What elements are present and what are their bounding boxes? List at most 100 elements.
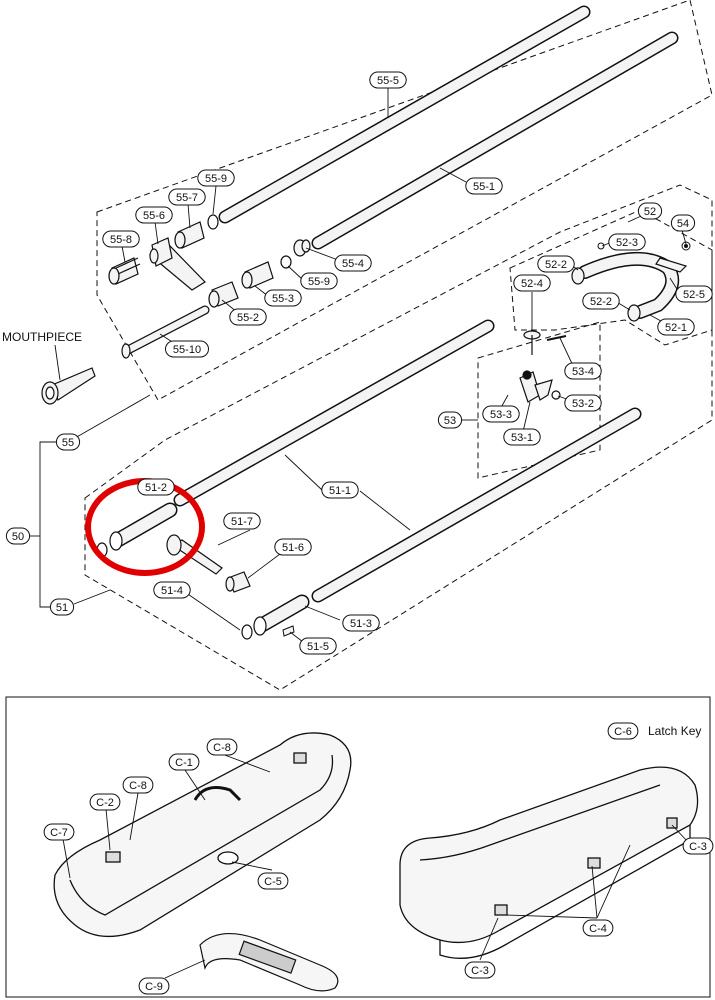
callout-pill bbox=[264, 289, 302, 307]
callout-label: 55-9 bbox=[205, 173, 227, 185]
callout-c51: 51 bbox=[49, 598, 75, 616]
callout-label: 51-1 bbox=[329, 485, 351, 497]
callout-c55-1: 55-1 bbox=[465, 177, 503, 195]
callout-c51-5: 51-5 bbox=[299, 637, 337, 655]
callout-c55: 55 bbox=[55, 433, 81, 451]
callout-label: 52-1 bbox=[665, 322, 687, 334]
callout-cC-9: C-9 bbox=[138, 977, 170, 995]
callout-c53: 53 bbox=[437, 411, 463, 429]
callout-label: C-3 bbox=[471, 965, 489, 977]
callout-label: 55-5 bbox=[377, 75, 399, 87]
callout-pill bbox=[637, 202, 663, 220]
callout-pill bbox=[670, 214, 696, 232]
callout-label: 51-3 bbox=[350, 618, 372, 630]
callout-label: 55 bbox=[62, 437, 74, 449]
callout-pill bbox=[482, 405, 520, 423]
callout-cC-3a: C-3 bbox=[682, 837, 714, 855]
callout-pill bbox=[168, 188, 206, 206]
callout-label: 53-1 bbox=[511, 432, 533, 444]
part-55-6-crook bbox=[148, 237, 206, 291]
callout-label: 55-6 bbox=[143, 210, 165, 222]
callout-label: 55-4 bbox=[342, 258, 364, 270]
callout-label: 53 bbox=[444, 415, 456, 427]
latch-key-label: Latch Key bbox=[648, 724, 701, 738]
callout-label: 51 bbox=[56, 602, 68, 614]
callout-c53-2: 53-2 bbox=[564, 394, 602, 412]
part-51-1-inner-tube-upper bbox=[173, 319, 495, 507]
callout-pill bbox=[135, 206, 173, 224]
case-leader-lines bbox=[62, 753, 689, 979]
callout-cC-1: C-1 bbox=[168, 753, 200, 771]
callout-cC-6: C-6 bbox=[607, 722, 639, 740]
callout-label: C-1 bbox=[175, 757, 193, 769]
part-51-3-stocking bbox=[253, 594, 310, 636]
callout-pill bbox=[206, 738, 238, 756]
callout-c55-2: 55-2 bbox=[229, 308, 267, 326]
part-51-5-screw bbox=[282, 625, 295, 637]
callout-label: 52-2 bbox=[590, 296, 612, 308]
callout-pill bbox=[342, 614, 380, 632]
callout-label: 53-4 bbox=[572, 366, 594, 378]
callout-label: 52-2 bbox=[545, 259, 567, 271]
callout-cC-3b: C-3 bbox=[464, 961, 496, 979]
callout-pill bbox=[582, 292, 620, 310]
callout-cC-8a: C-8 bbox=[206, 738, 238, 756]
callout-cC-7: C-7 bbox=[43, 823, 75, 841]
callout-pill bbox=[513, 274, 551, 292]
part-51-6-cap bbox=[225, 571, 251, 593]
callout-label: 55-1 bbox=[473, 181, 495, 193]
part-55-3-sleeve bbox=[241, 261, 274, 289]
part-55-10-leadpipe bbox=[121, 305, 210, 359]
mouthpiece-label: MOUTHPIECE bbox=[2, 330, 82, 344]
callout-pill bbox=[257, 872, 289, 890]
callout-c53-1: 53-1 bbox=[503, 428, 541, 446]
callout-c52-2b: 52-2 bbox=[582, 292, 620, 310]
part-51-7-brace bbox=[166, 534, 223, 575]
callout-pill bbox=[89, 793, 121, 811]
callout-label: 50 bbox=[12, 531, 24, 543]
callout-c55-10: 55-10 bbox=[165, 340, 209, 358]
callout-label: 52-3 bbox=[616, 237, 638, 249]
callout-pill bbox=[321, 481, 359, 499]
callout-c50: 50 bbox=[5, 527, 31, 545]
callout-pill bbox=[197, 169, 235, 187]
callout-c52-4: 52-4 bbox=[513, 274, 551, 292]
part-55-9-ring-upper bbox=[207, 214, 219, 230]
callout-c52-5: 52-5 bbox=[675, 285, 713, 303]
part-55-5-tube bbox=[218, 5, 591, 224]
callout-cC-2: C-2 bbox=[89, 793, 121, 811]
callout-pill bbox=[55, 433, 81, 451]
boundary-55-group bbox=[96, 0, 713, 401]
callout-label: 52 bbox=[644, 206, 656, 218]
callout-c53-3: 53-3 bbox=[482, 405, 520, 423]
part-51-1-inner-tube-lower bbox=[311, 407, 642, 603]
callout-pill bbox=[223, 512, 261, 530]
boundary-53-group bbox=[477, 321, 601, 479]
callout-pill bbox=[682, 837, 714, 855]
part-53-water-key bbox=[519, 335, 567, 403]
callout-pill bbox=[229, 308, 267, 326]
callout-pill bbox=[274, 538, 312, 556]
callout-label: C-4 bbox=[589, 923, 607, 935]
callout-c51-6: 51-6 bbox=[274, 538, 312, 556]
callout-c55-4: 55-4 bbox=[334, 254, 372, 272]
callout-label: 51-2 bbox=[145, 482, 167, 494]
callout-c55-8: 55-8 bbox=[102, 230, 140, 248]
part-55-8-nut bbox=[108, 257, 141, 285]
part-51-4-ring-right bbox=[241, 624, 253, 640]
callout-label: 53-2 bbox=[572, 398, 594, 410]
part-52-2-sleeve-upper bbox=[571, 267, 585, 285]
callout-c52-3: 52-3 bbox=[608, 233, 646, 251]
callout-label: 51-6 bbox=[282, 542, 304, 554]
callout-c51-3: 51-3 bbox=[342, 614, 380, 632]
callout-badges: 55-555-155-955-755-655-855-455-955-355-2… bbox=[5, 71, 714, 995]
callout-label: 54 bbox=[677, 218, 689, 230]
part-55-7-sleeve bbox=[174, 221, 205, 249]
callout-c55-6: 55-6 bbox=[135, 206, 173, 224]
case-strap-illustration bbox=[199, 932, 339, 992]
callout-label: 55-3 bbox=[272, 293, 294, 305]
part-55-2-fitting bbox=[208, 281, 239, 308]
callout-pill bbox=[138, 977, 170, 995]
callout-label: 53-3 bbox=[490, 409, 512, 421]
case-open-illustration bbox=[399, 766, 699, 959]
